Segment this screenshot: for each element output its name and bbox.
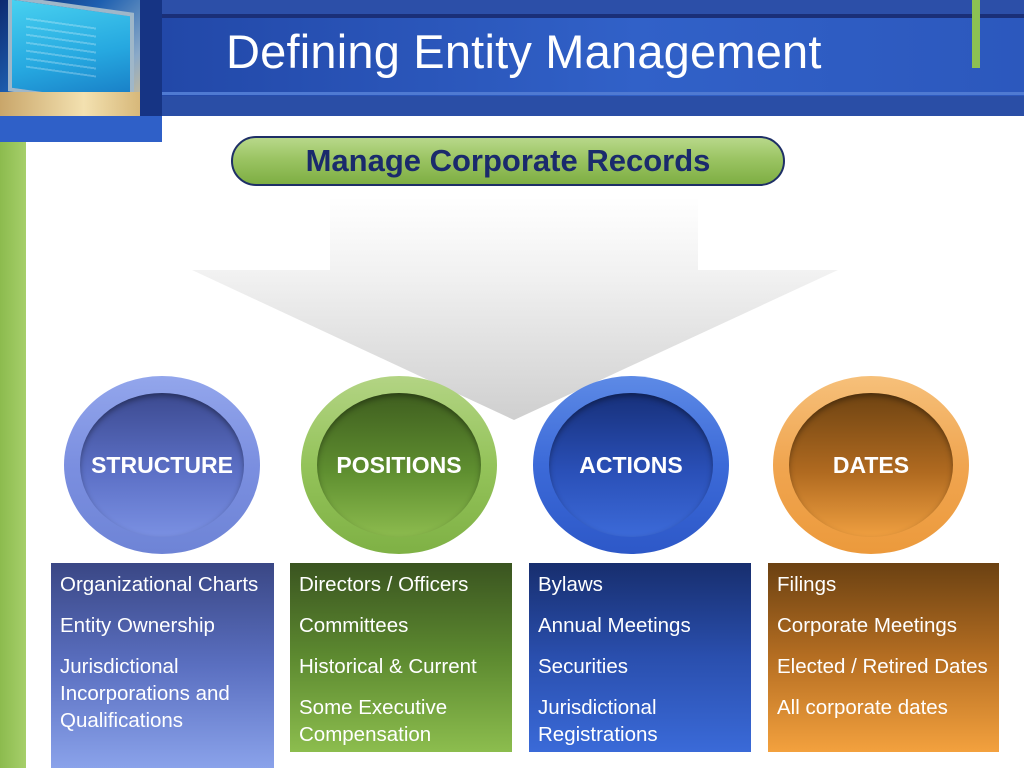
circle-positions: POSITIONS (301, 376, 497, 554)
circle-label-structure: STRUCTURE (91, 451, 233, 478)
banner-pill: Manage Corporate Records (231, 136, 785, 186)
list-positions: Directors / Officers Committees Historic… (290, 563, 512, 752)
header-photo-divider (140, 0, 162, 116)
list-actions: Bylaws Annual Meetings Securities Jurisd… (529, 563, 751, 752)
funnel-arrow-shape (192, 197, 838, 420)
header-line-bottom (162, 92, 1024, 95)
list-item: Annual Meetings (538, 614, 691, 637)
banner-text: Manage Corporate Records (305, 143, 711, 178)
circle-structure-inner: STRUCTURE (80, 393, 244, 537)
list-item: Directors / Officers (299, 573, 469, 596)
header-band (0, 0, 1024, 116)
accent-blue-block (0, 116, 162, 142)
list-structure: Organizational Charts Entity Ownership J… (51, 563, 274, 768)
list-item: Entity Ownership (60, 614, 215, 637)
list-item: Corporate Meetings (777, 614, 958, 637)
accent-green-bar (972, 0, 980, 68)
header-stripe-middle (162, 18, 1024, 96)
circle-label-actions: ACTIONS (579, 451, 683, 478)
header-stripe-bottom (162, 96, 1024, 116)
header-stripe-top (162, 0, 1024, 14)
circle-dates-inner: DATES (789, 393, 953, 537)
circle-dates: DATES (773, 376, 969, 554)
list-item: Securities (538, 655, 629, 678)
list-item: All corporate dates (777, 696, 948, 719)
list-item: Committees (299, 614, 409, 637)
left-green-stripe (0, 142, 26, 768)
list-item: Organizational Charts (60, 573, 259, 596)
circle-label-positions: POSITIONS (336, 451, 462, 478)
list-item: Elected / Retired Dates (777, 655, 988, 678)
circle-label-dates: DATES (832, 451, 910, 478)
circle-positions-inner: POSITIONS (317, 393, 481, 537)
list-item: Some Executive Compensation (299, 696, 448, 746)
slide-title: Defining Entity Management (226, 25, 822, 78)
circle-structure: STRUCTURE (64, 376, 260, 554)
list-item: Filings (777, 573, 837, 596)
list-item: Jurisdictional Registrations (538, 696, 658, 746)
list-item: Historical & Current (299, 655, 477, 678)
circle-actions: ACTIONS (533, 376, 729, 554)
list-dates: Filings Corporate Meetings Elected / Ret… (768, 563, 999, 752)
header-line-top (162, 14, 1024, 18)
list-item: Bylaws (538, 573, 603, 596)
computer-monitor-image (0, 0, 140, 116)
monitor-desk (0, 92, 140, 116)
circle-actions-inner: ACTIONS (549, 393, 713, 537)
list-item: Jurisdictional Incorporations and Qualif… (60, 655, 230, 732)
